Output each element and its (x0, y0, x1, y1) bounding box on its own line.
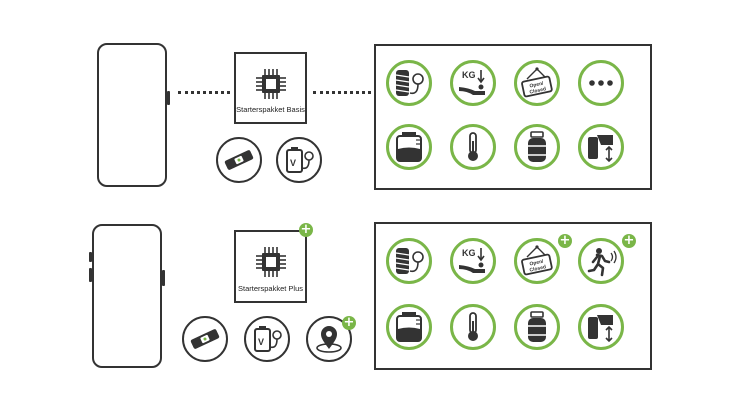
tire-lift-icon (578, 304, 624, 350)
plus-badge-icon: + (342, 315, 356, 330)
weight-scale-icon: KG (450, 238, 496, 284)
tire-pressure-icon (386, 238, 432, 284)
plus-badge-icon: + (299, 222, 313, 237)
connector-dots-right-top (313, 91, 371, 94)
package-label: Starterspakket Basis (236, 105, 305, 114)
gas-bottle-icon (514, 304, 560, 350)
sensor-panel-top: KG Open/Closed (374, 44, 652, 190)
package-label: Starterspakket Plus (237, 284, 304, 293)
battery-voltage-icon: V (276, 137, 322, 183)
spirit-level-icon (182, 316, 228, 362)
volt-label: V (290, 158, 296, 168)
chip-icon (255, 69, 286, 99)
thermometer-icon (450, 304, 496, 350)
kg-label: KG (462, 70, 476, 80)
water-tank-icon (386, 124, 432, 170)
svg-text:Closed: Closed (529, 264, 547, 273)
weight-scale-icon: KG (450, 60, 496, 106)
open-closed-sign-icon: Open/Closed (514, 60, 560, 106)
more-dots-icon (578, 60, 624, 106)
starter-package-plus-box: Starterspakket Plus (234, 230, 307, 303)
starter-package-basis-box: Starterspakket Basis (234, 52, 307, 124)
smartphone-bottom (89, 224, 165, 368)
tire-pressure-icon (386, 60, 432, 106)
water-tank-icon (386, 304, 432, 350)
open-closed-sign-icon: Open/Closed (514, 238, 560, 284)
kg-label: KG (462, 248, 476, 258)
svg-text:Open/: Open/ (529, 259, 545, 268)
plus-badge-icon: + (622, 233, 636, 248)
chip-icon (255, 247, 286, 277)
svg-text:Closed: Closed (529, 86, 547, 95)
plus-badge-icon: + (558, 233, 572, 248)
spirit-level-icon (216, 137, 262, 183)
tire-lift-icon (578, 124, 624, 170)
motion-sensor-icon (578, 238, 624, 284)
smartphone-top (97, 43, 170, 187)
battery-voltage-icon: V (244, 316, 290, 362)
volt-label: V (258, 337, 264, 347)
gas-bottle-icon (514, 124, 560, 170)
svg-text:Open/: Open/ (529, 81, 545, 90)
sensor-panel-bottom: KG Open/Closed + + (374, 222, 652, 370)
thermometer-icon (450, 124, 496, 170)
connector-dots-left-top (178, 91, 230, 94)
